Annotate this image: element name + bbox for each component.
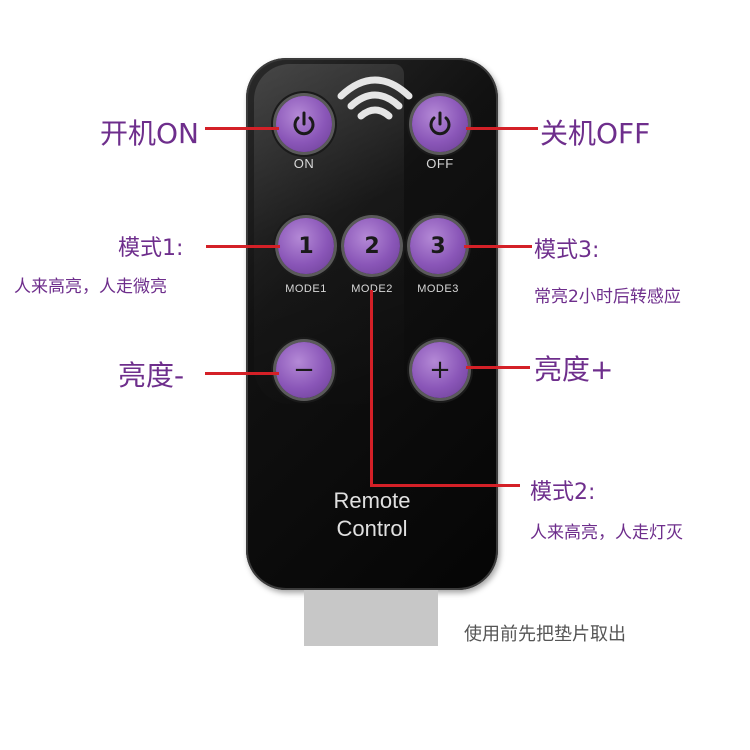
annotation-mode3-desc: 常亮2小时后转感应 — [534, 287, 681, 307]
annotation-mode2-desc: 人来高亮，人走灯灭 — [530, 523, 683, 543]
mode1-button[interactable]: 1 — [278, 218, 334, 274]
annotation-brightness-down: 亮度- — [118, 359, 185, 392]
pointer-line-mode2-horizontal — [370, 484, 520, 487]
brand-line2: Control — [336, 516, 408, 541]
mode3-button[interactable]: 3 — [410, 218, 466, 274]
mode1-label: MODE1 — [285, 283, 327, 295]
annotation-mode1-title: 模式1: — [118, 236, 184, 261]
annotation-brightness-up: 亮度+ — [534, 353, 614, 386]
plus-symbol: + — [429, 355, 451, 385]
pointer-line-on — [205, 127, 279, 130]
pointer-line-mode3 — [464, 245, 532, 248]
signal-icon — [337, 76, 413, 120]
mode2-button[interactable]: 2 — [344, 218, 400, 274]
annotation-mode1-desc: 人来高亮，人走微亮 — [14, 277, 167, 297]
mode2-number: 2 — [364, 233, 380, 259]
off-label: OFF — [426, 156, 454, 171]
brightness-down-button[interactable]: − — [276, 342, 332, 398]
annotation-mode3-title: 模式3: — [534, 238, 600, 263]
annotation-remove-tab: 使用前先把垫片取出 — [464, 624, 626, 645]
annotation-power-off: 关机OFF — [540, 117, 651, 150]
annotation-mode2-title: 模式2: — [530, 480, 596, 505]
pointer-line-brightness-up — [466, 366, 530, 369]
battery-insulation-tab — [304, 590, 438, 646]
mode3-label: MODE3 — [417, 283, 459, 295]
pointer-line-off — [466, 127, 538, 130]
pointer-line-mode2-vertical — [370, 290, 373, 486]
mode1-number: 1 — [298, 233, 314, 259]
pointer-line-brightness-down — [205, 372, 279, 375]
power-off-button[interactable] — [412, 96, 468, 152]
minus-symbol: − — [293, 355, 315, 385]
power-icon — [429, 111, 451, 136]
power-on-button[interactable] — [276, 96, 332, 152]
mode2-label: MODE2 — [351, 283, 393, 295]
mode3-number: 3 — [430, 233, 446, 259]
brand-line1: Remote — [333, 488, 411, 513]
on-label: ON — [293, 156, 315, 171]
annotation-power-on: 开机ON — [100, 117, 199, 150]
pointer-line-mode1 — [206, 245, 280, 248]
brightness-up-button[interactable]: + — [412, 342, 468, 398]
power-icon — [293, 111, 315, 136]
